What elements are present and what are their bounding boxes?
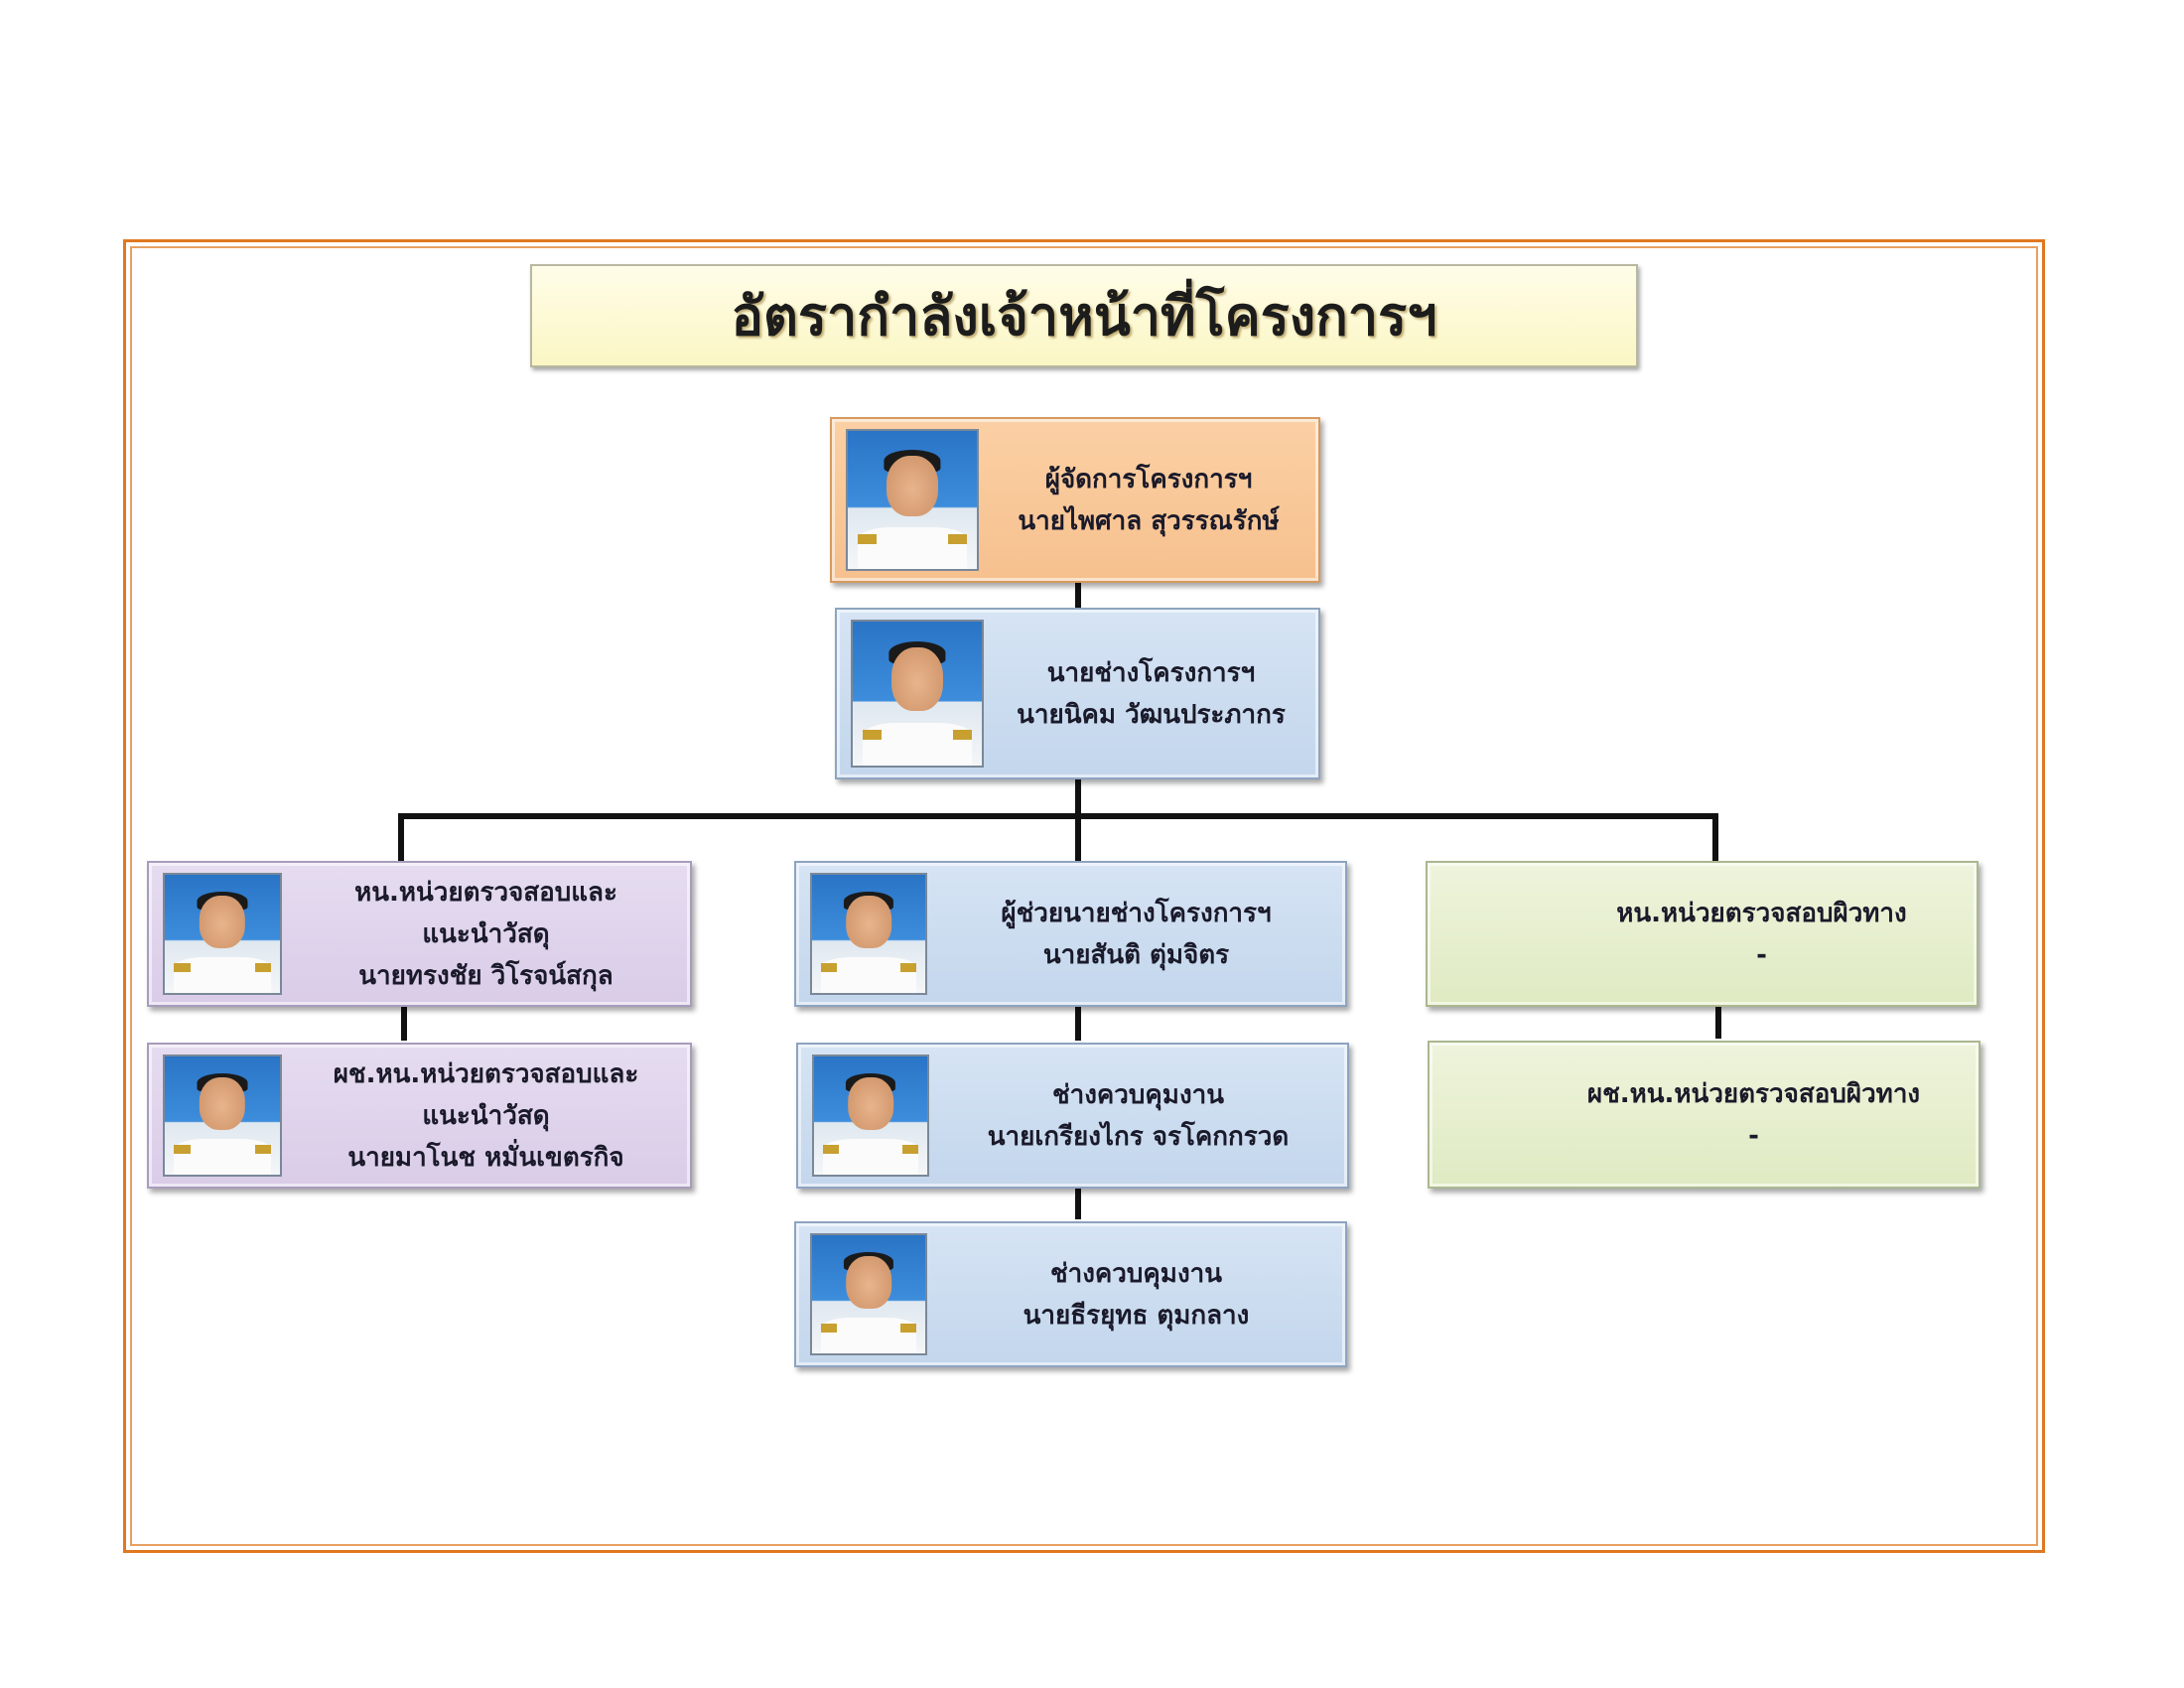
material-head-box: หน.หน่วยตรวจสอบและ แนะนำวัสดุ นายทรงชัย … [147,861,692,1007]
surface-head-name: - [1756,939,1767,970]
material-head-name: นายทรงชัย วิโรจน์สกุล [358,960,614,991]
engineer-photo [851,620,984,768]
surface-head-box: หน.หน่วยตรวจสอบผิวทาง - [1426,861,1979,1007]
connector-right-lower [1715,1005,1721,1039]
page-frame [123,239,2045,1553]
surface-assistant-role: ผช.หน.หน่วยตรวจสอบผิวทาง [1586,1078,1921,1109]
supervisor-2-box: ช่างควบคุมงาน นายธีรยุทธ ตุมกลาง [794,1221,1347,1367]
connector-right-drop [1712,813,1718,861]
chart-title-box: อัตรากำลังเจ้าหน้าที่โครงการฯ [530,264,1638,367]
supervisor-2-role: ช่างควบคุมงาน [1049,1258,1223,1289]
material-head-role-line2: แนะนำวัสดุ [422,918,550,949]
assistant-engineer-box: ผู้ช่วยนายช่างโครงการฯ นายสันติ ตุ่มจิตร [794,861,1347,1007]
manager-name: นายไพศาล สุวรรณรักษ์ [1018,505,1280,536]
material-assistant-box: ผช.หน.หน่วยตรวจสอบและ แนะนำวัสดุ นายมาโน… [147,1043,692,1189]
material-head-photo [163,873,282,995]
manager-box: ผู้จัดการโครงการฯ นายไพศาล สุวรรณรักษ์ [830,417,1320,583]
surface-assistant-box: ผช.หน.หน่วยตรวจสอบผิวทาง - [1428,1041,1980,1189]
supervisor-1-box: ช่างควบคุมงาน นายเกรียงไกร จรโคกกรวด [796,1043,1349,1189]
connector-left-drop [398,813,404,861]
connector-horizontal [398,813,1718,819]
supervisor-2-name: นายธีรยุทธ ตุมกลาง [1023,1300,1250,1331]
engineer-box: นายช่างโครงการฯ นายนิคม วัฒนประภากร [835,608,1320,779]
supervisor-2-photo [810,1233,927,1355]
material-head-role-line1: หน.หน่วยตรวจสอบและ [354,877,617,908]
supervisor-1-role: ช่างควบคุมงาน [1051,1079,1225,1110]
connector-center-lower-1 [1075,1005,1081,1041]
material-assistant-photo [163,1055,282,1177]
surface-head-role: หน.หน่วยตรวจสอบผิวทาง [1616,898,1907,928]
material-assistant-role-line1: ผช.หน.หน่วยตรวจสอบและ [333,1058,639,1089]
manager-photo [846,429,979,571]
connector-engineer-down [1075,777,1081,861]
assistant-engineer-role: ผู้ช่วยนายช่างโครงการฯ [1001,898,1272,928]
material-assistant-name: นายมาโนช หมั่นเขตรกิจ [347,1142,624,1173]
connector-left-lower [401,1005,407,1041]
assistant-engineer-photo [810,873,927,995]
supervisor-1-photo [812,1055,929,1177]
manager-role: ผู้จัดการโครงการฯ [1044,464,1253,494]
engineer-name: นายนิคม วัฒนประภากร [1017,699,1286,730]
chart-title: อัตรากำลังเจ้าหน้าที่โครงการฯ [731,285,1437,348]
engineer-role: นายช่างโครงการฯ [1046,657,1256,688]
connector-manager-engineer [1075,582,1081,608]
connector-center-lower-2 [1075,1186,1081,1219]
supervisor-1-name: นายเกรียงไกร จรโคกกรวด [987,1121,1290,1152]
material-assistant-role-line2: แนะนำวัสดุ [422,1100,550,1131]
surface-assistant-name: - [1748,1120,1759,1151]
assistant-engineer-name: นายสันติ ตุ่มจิตร [1042,939,1230,970]
